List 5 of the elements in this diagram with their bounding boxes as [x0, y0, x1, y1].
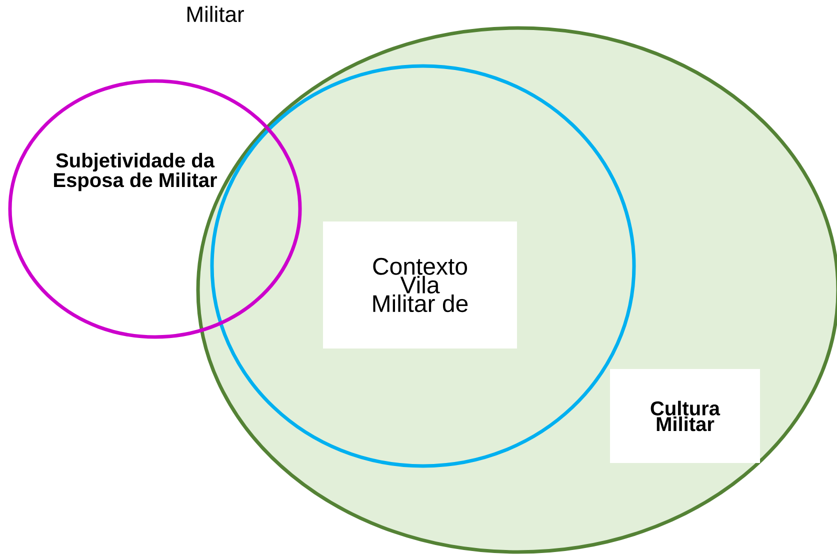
label-text: Militar [187, 6, 244, 22]
overlapping-ellipse [8, 79, 302, 339]
text-box: Cultura Militar [610, 368, 760, 463]
node-text: Subjetividade da Esposa de Militar [54, 152, 217, 192]
text-box: Contexto Vila Militar de [323, 221, 517, 348]
